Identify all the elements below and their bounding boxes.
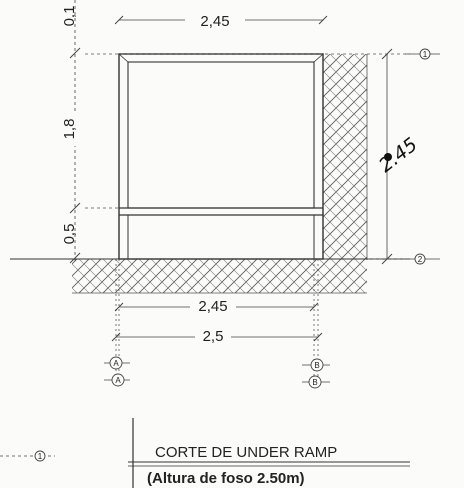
bottom-dim1-mask xyxy=(190,296,236,312)
bottom-width-inner-label: 2,45 xyxy=(198,298,227,315)
height-mid-mask xyxy=(63,112,79,146)
handwritten-height-label: 2.45 xyxy=(375,134,422,177)
axis-a-lower-label: A xyxy=(115,376,121,385)
soil-hatch-right xyxy=(323,54,367,259)
axis-marker-a-lower: A xyxy=(104,373,130,387)
top-width-label: 2,45 xyxy=(200,13,229,30)
bottom-width-outer-label: 2,5 xyxy=(203,328,224,345)
top-dim-tick-left xyxy=(114,15,124,25)
bottom-dim2-mask xyxy=(195,326,231,342)
level-marker-footer: 1 xyxy=(0,450,55,462)
left-dim-tick-3 xyxy=(69,252,81,264)
section-subtitle: (Altura de foso 2.50m) xyxy=(147,470,305,487)
level-top-number: 1 xyxy=(423,50,428,59)
bottom-dim1-tick-r xyxy=(309,302,319,312)
left-dim-tick-2 xyxy=(69,202,81,214)
axis-marker-b-upper: B xyxy=(302,358,330,372)
level-footer-number: 1 xyxy=(38,452,43,461)
level-marker-bottom: 2 xyxy=(405,253,440,265)
top-dim-tick-right xyxy=(318,15,328,25)
height-bottom-label: 0,5 xyxy=(61,224,78,245)
section-title: CORTE DE UNDER RAMP xyxy=(155,444,337,461)
height-top-label: 0,1 xyxy=(61,6,78,27)
axis-b-lower-label: B xyxy=(312,378,317,387)
ramp-structure xyxy=(118,53,324,260)
axis-marker-a-upper: A xyxy=(104,356,130,370)
level-bottom-number: 2 xyxy=(418,255,423,264)
axis-b-upper-label: B xyxy=(314,361,319,370)
axis-marker-b-lower: B xyxy=(302,375,330,389)
handwritten-mark xyxy=(384,153,392,161)
bottom-dim2-tick-r xyxy=(313,332,323,342)
bottom-dim2-tick-l xyxy=(111,332,121,342)
right-dim-tick-2 xyxy=(381,253,393,265)
axis-a-upper-label: A xyxy=(113,359,119,368)
left-dim-tick-1 xyxy=(69,47,81,59)
top-dim-mask xyxy=(185,10,245,28)
height-middle-label: 1,8 xyxy=(61,119,78,140)
right-dim-tick-1 xyxy=(381,48,393,60)
bottom-dim1-tick-l xyxy=(114,302,124,312)
level-marker-top: 1 xyxy=(405,48,440,60)
